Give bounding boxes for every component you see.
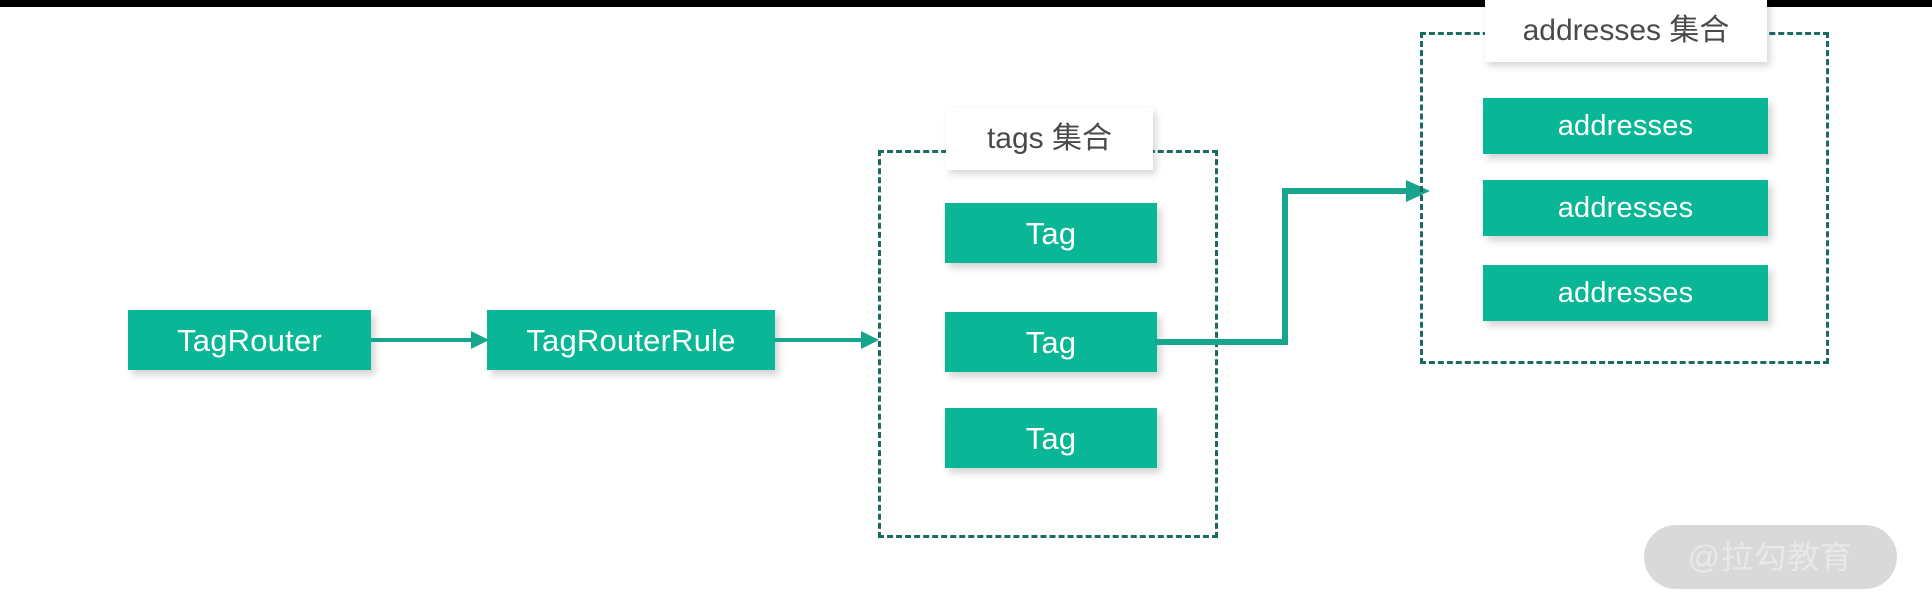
- group-label-addresses: addresses 集合: [1485, 0, 1767, 62]
- connector-tag-to-addresses: [1155, 180, 1445, 350]
- connector-tagrouter-to-tagrouterrule: [371, 325, 491, 355]
- node-tagrouter[interactable]: TagRouter: [128, 310, 371, 370]
- tag-item-2[interactable]: Tag: [945, 312, 1157, 372]
- connector-tagrouterrule-to-tags: [775, 325, 885, 355]
- node-tagrouterrule[interactable]: TagRouterRule: [487, 310, 775, 370]
- group-label-tags: tags 集合: [946, 108, 1153, 170]
- address-item-3[interactable]: addresses: [1483, 265, 1768, 321]
- tag-item-1[interactable]: Tag: [945, 203, 1157, 263]
- watermark: @拉勾教育: [1644, 525, 1897, 589]
- top-black-bar: [0, 0, 1932, 7]
- address-item-1[interactable]: addresses: [1483, 98, 1768, 154]
- tag-item-3[interactable]: Tag: [945, 408, 1157, 468]
- address-item-2[interactable]: addresses: [1483, 180, 1768, 236]
